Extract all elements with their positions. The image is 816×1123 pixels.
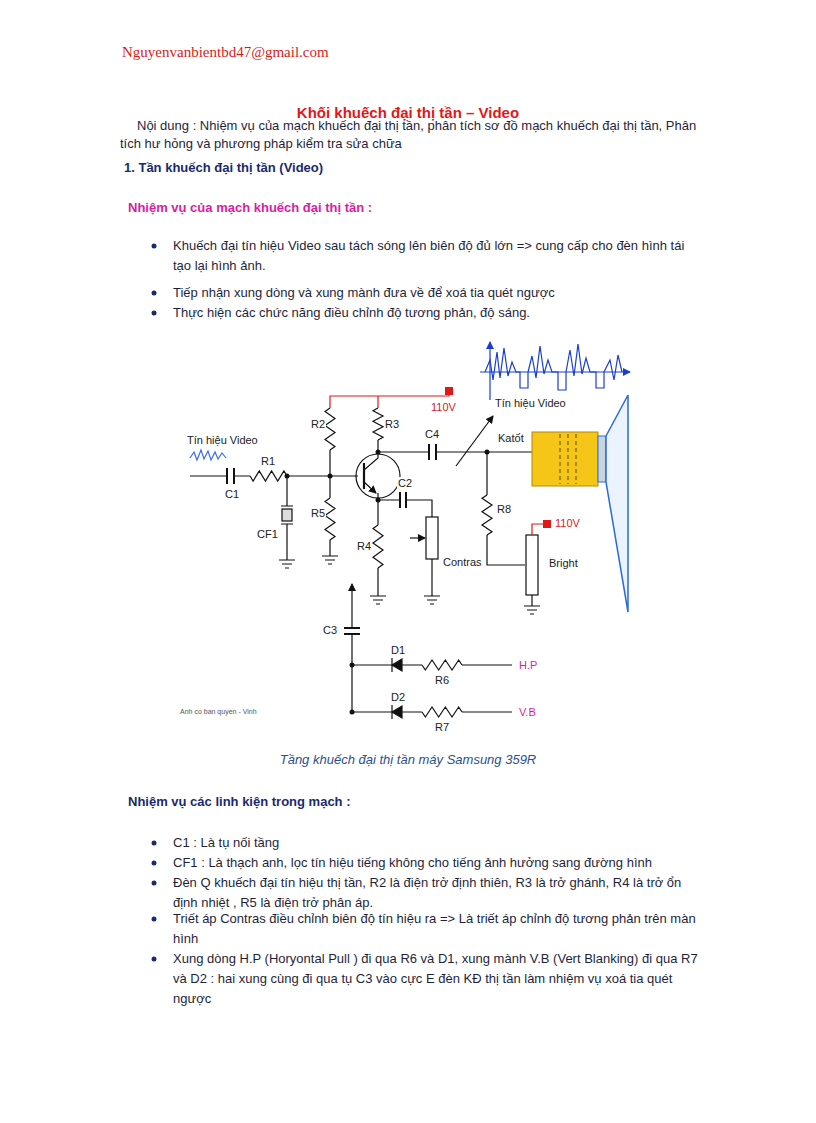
part-label: C2: [397, 477, 413, 490]
symbol-stroke: [422, 660, 462, 670]
part-label: R1: [260, 455, 276, 468]
intro-text: Nội dung : Nhiệm vụ của mạch khuếch đại …: [120, 117, 700, 153]
signal-label: Tín hiệu Video: [186, 434, 259, 447]
symbol-stroke: [322, 556, 338, 564]
bullet-dots: [152, 244, 157, 962]
control-label: Contras: [442, 556, 483, 569]
section-heading: 1. Tần khuếch đại thị tần (Video): [124, 160, 323, 175]
author-email: Nguyenvanbientbd47@gmail.com: [122, 44, 329, 61]
bullet-text: Thực hiện các chức năng điều chỉnh độ tư…: [173, 303, 713, 323]
bullet-text: Khuếch đại tín hiệu Video sau tách sóng …: [173, 236, 698, 276]
figure-caption: Tầng khuếch đại thị tần máy Samsung 359R: [0, 752, 816, 767]
symbol-stroke: [325, 498, 335, 540]
symbol-stroke: [373, 408, 383, 440]
symbol-stroke: [325, 408, 335, 450]
copyright-note: Anh co ban quyền - Vinh: [180, 708, 257, 715]
part-label: R2: [310, 418, 326, 431]
voltage-label: 110V: [554, 517, 581, 530]
part-label: R3: [384, 418, 400, 431]
symbol-stroke: [373, 525, 383, 568]
bullet-text: CF1 : Là thạch anh, lọc tín hiệu tiếng k…: [173, 853, 703, 873]
junction-dots: [285, 450, 490, 715]
bullet-text: Tiếp nhận xung dòng và xung mành đưa về …: [173, 283, 713, 303]
sub-heading: Nhiệm vụ các linh kiện trong mạch :: [128, 794, 351, 809]
signal-label: Tín hiệu Video: [494, 397, 567, 410]
symbol-stroke: [370, 596, 386, 604]
part-label: R5: [310, 507, 326, 520]
resistors-grounds: [250, 408, 540, 717]
pin-label: Katốt: [497, 432, 525, 445]
bullet-text: Triết áp Contras điều chỉnh biên độ tín …: [173, 909, 703, 949]
sub-heading: Nhiệm vụ của mạch khuếch đại thị tần :: [128, 200, 372, 215]
part-label: C1: [224, 488, 240, 501]
signal-label: H.P: [518, 659, 538, 672]
part-label: R7: [434, 721, 450, 734]
symbol-stroke: [482, 495, 492, 535]
bullet-text: Đèn Q khuếch đại tín hiệu thị tần, R2 là…: [173, 873, 703, 913]
part-label: R4: [356, 540, 372, 553]
signal-label: V.B: [518, 706, 537, 719]
part-label: R6: [434, 674, 450, 687]
part-label: C4: [424, 428, 440, 441]
part-label: D2: [390, 691, 406, 704]
symbol-stroke: [422, 707, 462, 717]
bullet-text: Xung dòng H.P (Horyontal Pull ) đi qua R…: [173, 949, 703, 1009]
part-label: CF1: [256, 528, 279, 541]
voltage-label: 110V: [430, 401, 457, 414]
part-label: D1: [390, 644, 406, 657]
symbol-stroke: [279, 560, 295, 568]
bullet-text: C1 : Là tụ nối tầng: [173, 833, 703, 853]
symbol-stroke: [250, 471, 287, 481]
symbol-stroke: [524, 606, 540, 614]
part-label: C3: [322, 624, 338, 637]
control-label: Bright: [548, 557, 579, 570]
symbol-stroke: [424, 596, 440, 604]
part-label: R8: [496, 503, 512, 516]
crt-tube: [532, 395, 628, 612]
